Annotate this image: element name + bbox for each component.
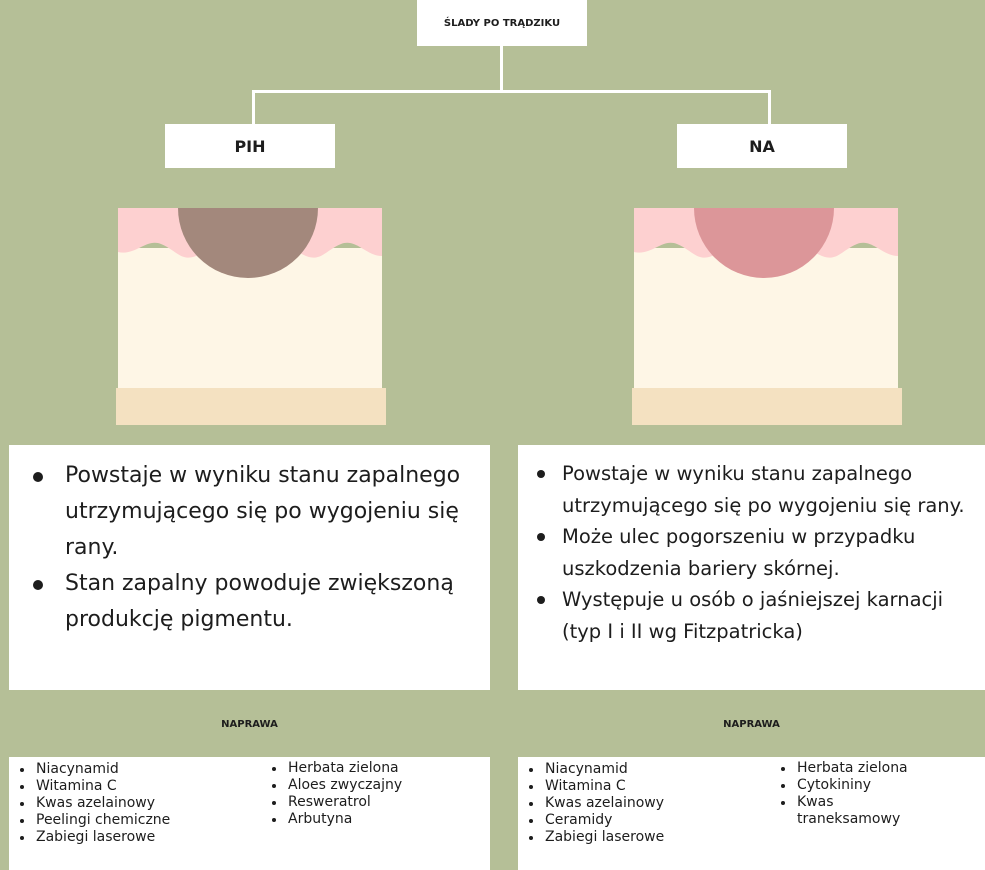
bullet-icon (272, 801, 276, 805)
skin-base-layer (116, 388, 386, 425)
na-repair-column-1: Niacynamid Witamina C Kwas azelainowy Ce… (518, 761, 758, 846)
list-item: Kwas traneksamowy (770, 794, 910, 828)
na-skin-illustration (632, 208, 902, 425)
bullet-icon (537, 596, 545, 604)
na-repair-column-2: Herbata zielona Cytokininy Kwas traneksa… (770, 760, 910, 828)
pih-skin-illustration (116, 208, 386, 425)
connector-pih-vertical (252, 90, 255, 126)
bullet-icon (529, 836, 533, 840)
bullet-icon (272, 767, 276, 771)
list-item: Witamina C (9, 778, 249, 795)
bullet-icon (781, 801, 785, 805)
list-item: Cytokininy (770, 777, 910, 794)
bullet-icon (20, 768, 24, 772)
na-description: Powstaje w wyniku stanu zapalnego utrzym… (518, 445, 985, 690)
bullet-icon (781, 767, 785, 771)
skin-base-layer (632, 388, 902, 425)
na-point: Może ulec pogorszeniu w przypadku uszkod… (528, 521, 981, 584)
pih-repair-label: NAPRAWA (221, 719, 278, 730)
bullet-icon (272, 818, 276, 822)
pih-point: Powstaje w wyniku stanu zapalnego utrzym… (25, 458, 480, 566)
bullet-icon (20, 802, 24, 806)
list-item: Resweratrol (261, 794, 471, 811)
pih-description: Powstaje w wyniku stanu zapalnego utrzym… (9, 445, 490, 690)
pih-spot (178, 208, 318, 278)
bullet-icon (529, 785, 533, 789)
list-item: Herbata zielona (261, 760, 471, 777)
bullet-icon (20, 819, 24, 823)
list-item: Kwas azelainowy (518, 795, 758, 812)
list-item: Zabiegi laserowe (518, 829, 758, 846)
na-point: Powstaje w wyniku stanu zapalnego utrzym… (528, 458, 981, 521)
bullet-icon (529, 768, 533, 772)
list-item: Kwas azelainowy (9, 795, 249, 812)
na-spot (694, 208, 834, 278)
list-item: Ceramidy (518, 812, 758, 829)
bullet-icon (781, 784, 785, 788)
bullet-icon (529, 819, 533, 823)
bullet-icon (20, 836, 24, 840)
list-item: Peelingi chemiczne (9, 812, 249, 829)
connector-horizontal (252, 90, 771, 93)
list-item: Niacynamid (9, 761, 249, 778)
bullet-icon (537, 470, 545, 478)
list-item: Arbutyna (261, 811, 471, 828)
pih-repair-list: Niacynamid Witamina C Kwas azelainowy Pe… (9, 757, 490, 870)
bullet-icon (529, 802, 533, 806)
bullet-icon (20, 785, 24, 789)
na-point: Występuje u osób o jaśniejszej karnacji … (528, 584, 981, 647)
list-item: Niacynamid (518, 761, 758, 778)
connector-na-vertical (768, 90, 771, 126)
pih-point: Stan zapalny powoduje zwiększoną produkc… (25, 566, 480, 638)
list-item: Witamina C (518, 778, 758, 795)
na-title: NA (677, 124, 847, 168)
na-repair-list: Niacynamid Witamina C Kwas azelainowy Ce… (518, 757, 985, 870)
pih-repair-column-2: Herbata zielona Aloes zwyczajny Reswerat… (261, 760, 471, 828)
pih-title: PIH (165, 124, 335, 168)
list-item: Aloes zwyczajny (261, 777, 471, 794)
pih-repair-column-1: Niacynamid Witamina C Kwas azelainowy Pe… (9, 761, 249, 846)
bullet-icon (537, 533, 545, 541)
root-title: ŚLADY PO TRĄDZIKU (417, 0, 587, 46)
na-repair-label: NAPRAWA (723, 719, 780, 730)
connector-root-vertical (500, 46, 503, 92)
bullet-icon (33, 580, 43, 590)
bullet-icon (272, 784, 276, 788)
list-item: Herbata zielona (770, 760, 910, 777)
list-item: Zabiegi laserowe (9, 829, 249, 846)
bullet-icon (33, 472, 43, 482)
